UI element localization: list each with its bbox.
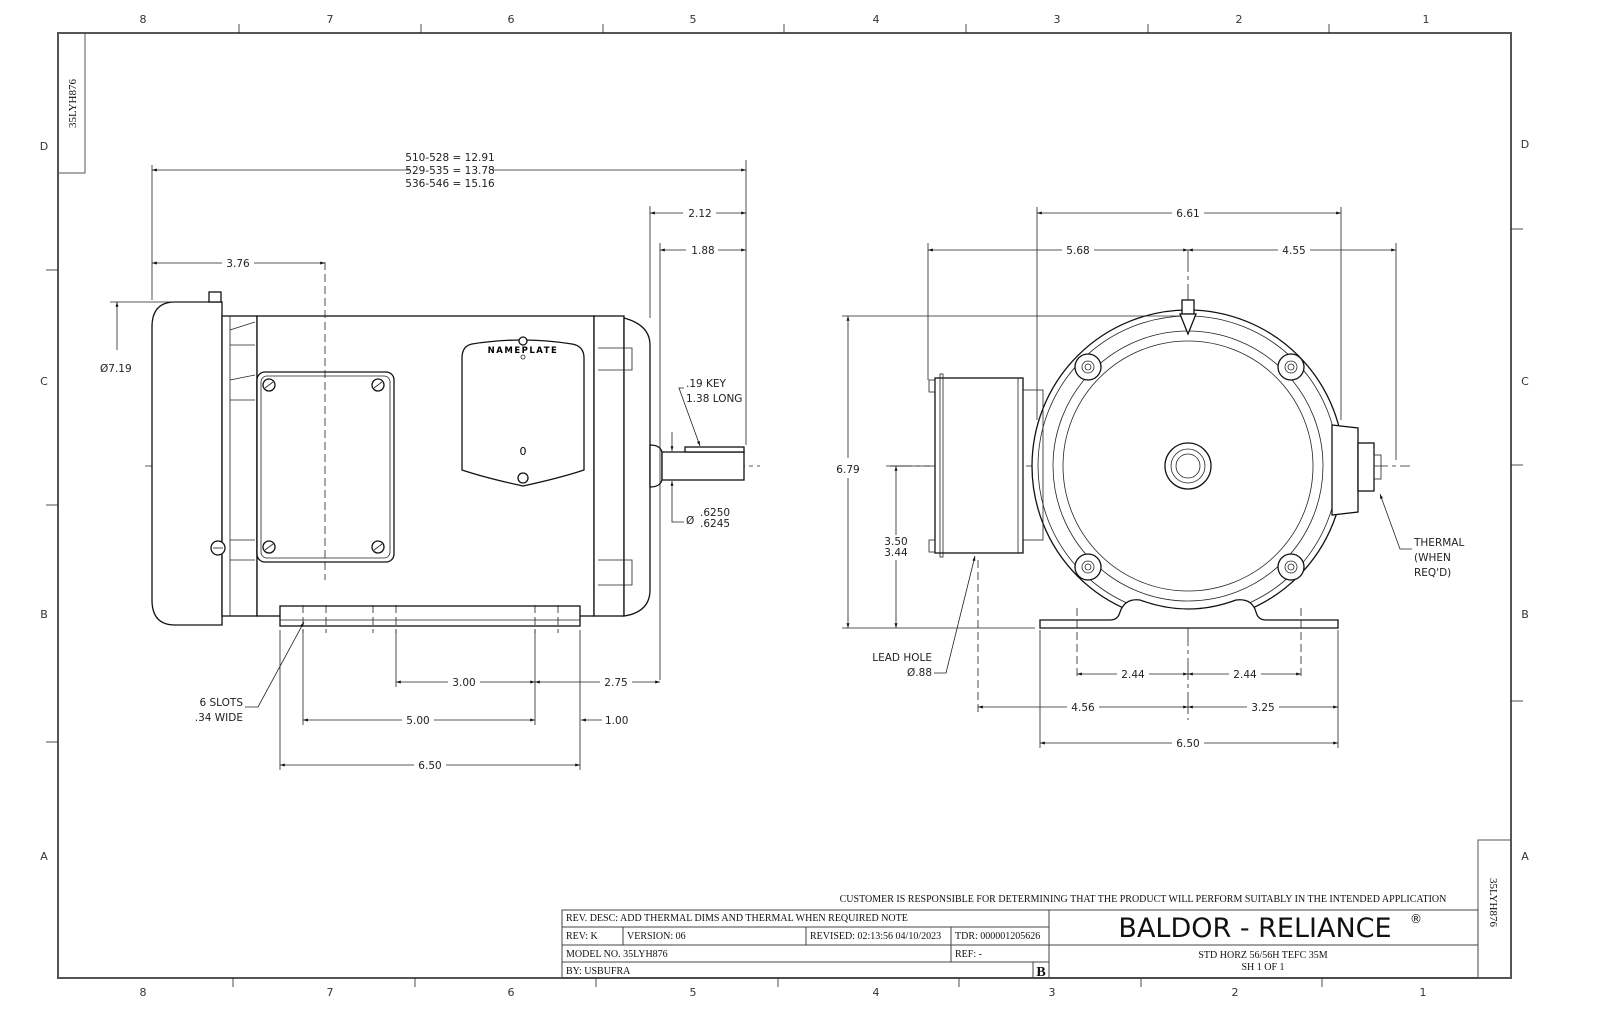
svg-text:1.00: 1.00 — [605, 715, 628, 727]
brand-logo: BALDOR - RELIANCE — [1118, 913, 1391, 944]
svg-text:C: C — [1521, 375, 1529, 388]
svg-text:8: 8 — [140, 986, 147, 999]
version: VERSION: 06 — [627, 931, 686, 942]
sheet-number: SH 1 OF 1 — [1241, 962, 1284, 973]
svg-text:3.44: 3.44 — [884, 547, 908, 559]
svg-text:.19 KEY: .19 KEY — [686, 378, 727, 390]
svg-text:3: 3 — [1049, 986, 1056, 999]
part-number-tab-bottom: 35LYH876 — [1477, 839, 1512, 979]
svg-text:5.00: 5.00 — [406, 715, 429, 727]
by: BY: USBUFRA — [566, 966, 631, 977]
description: STD HORZ 56/56H TEFC 35M — [1198, 950, 1327, 961]
svg-text:D: D — [1521, 138, 1529, 151]
svg-text:NAMEPLATE: NAMEPLATE — [488, 346, 559, 356]
svg-text:3.76: 3.76 — [226, 258, 250, 270]
nameplate: NAMEPLATE 0 — [461, 336, 585, 487]
conduit-box — [256, 371, 395, 563]
svg-text:6.61: 6.61 — [1176, 208, 1199, 220]
svg-text:Ø: Ø — [686, 515, 694, 527]
svg-text:35LYH876: 35LYH876 — [67, 78, 79, 128]
svg-text:4.56: 4.56 — [1071, 702, 1095, 714]
base-plate — [279, 605, 581, 627]
svg-text:LEAD HOLE: LEAD HOLE — [872, 652, 932, 664]
svg-text:8: 8 — [140, 13, 147, 26]
svg-text:1.88: 1.88 — [691, 245, 714, 257]
bolt-bosses — [1074, 353, 1305, 581]
thermal-protector — [1357, 442, 1375, 492]
side-view: NAMEPLATE 0 — [145, 262, 760, 633]
svg-text:Ø.88: Ø.88 — [907, 667, 932, 679]
mounting-feet — [1039, 599, 1339, 629]
svg-text:7: 7 — [327, 986, 334, 999]
svg-text:510-528 = 12.91: 510-528 = 12.91 — [405, 152, 494, 164]
svg-text:0: 0 — [520, 445, 527, 458]
svg-text:2.12: 2.12 — [688, 208, 711, 220]
svg-text:2.75: 2.75 — [604, 677, 627, 689]
svg-text:A: A — [1521, 850, 1529, 863]
shaft-key — [684, 446, 745, 453]
svg-text:THERMAL: THERMAL — [1413, 537, 1464, 549]
end-view — [890, 250, 1410, 720]
size-letter: B — [1036, 965, 1045, 980]
zone-labels: 8 7 6 5 4 3 2 1 8 7 6 5 4 3 2 1 D C B A … — [40, 13, 1529, 999]
svg-text:529-535 = 13.78: 529-535 = 13.78 — [405, 165, 494, 177]
svg-text:5: 5 — [690, 986, 697, 999]
svg-text:B: B — [1521, 608, 1529, 621]
rev: REV: K — [566, 931, 599, 942]
svg-text:D: D — [40, 140, 48, 153]
svg-text:A: A — [40, 850, 48, 863]
revised: REVISED: 02:13:56 04/10/2023 — [810, 931, 941, 942]
svg-text:3.25: 3.25 — [1251, 702, 1274, 714]
svg-text:1.38 LONG: 1.38 LONG — [686, 393, 742, 405]
svg-text:1: 1 — [1420, 986, 1427, 999]
svg-text:.34 WIDE: .34 WIDE — [195, 712, 243, 724]
svg-text:6 SLOTS: 6 SLOTS — [199, 697, 243, 709]
svg-text:B: B — [40, 608, 48, 621]
end-view-dimensions: 6.61 5.68 4.55 6.79 3.50 3.44 LEAD HOLE … — [836, 207, 1464, 750]
tdr: TDR: 000001205626 — [955, 931, 1040, 942]
svg-text:3.00: 3.00 — [452, 677, 475, 689]
ref: REF: - — [955, 949, 982, 960]
svg-text:6.79: 6.79 — [836, 464, 859, 476]
svg-text:7: 7 — [327, 13, 334, 26]
svg-text:3.50: 3.50 — [884, 536, 907, 548]
svg-text:4: 4 — [873, 986, 880, 999]
svg-text:REQ'D): REQ'D) — [1414, 567, 1451, 579]
model-no: MODEL NO. 35LYH876 — [566, 949, 668, 960]
disclaimer: CUSTOMER IS RESPONSIBLE FOR DETERMINING … — [840, 894, 1447, 905]
svg-text:536-546 = 15.16: 536-546 = 15.16 — [405, 178, 495, 190]
svg-text:1: 1 — [1423, 13, 1430, 26]
rev-desc: REV. DESC: ADD THERMAL DIMS AND THERMAL … — [566, 913, 908, 924]
svg-text:4: 4 — [873, 13, 880, 26]
svg-text:2: 2 — [1236, 13, 1243, 26]
shaft — [661, 451, 745, 481]
svg-text:5.68: 5.68 — [1066, 245, 1089, 257]
svg-text:2.44: 2.44 — [1233, 669, 1257, 681]
svg-text:2: 2 — [1232, 986, 1239, 999]
svg-text:3: 3 — [1054, 13, 1061, 26]
svg-text:6.50: 6.50 — [418, 760, 441, 772]
svg-text:4.55: 4.55 — [1282, 245, 1305, 257]
title-block: CUSTOMER IS RESPONSIBLE FOR DETERMINING … — [561, 894, 1479, 980]
svg-text:(WHEN: (WHEN — [1414, 552, 1451, 564]
svg-text:6: 6 — [508, 986, 515, 999]
svg-text:6: 6 — [508, 13, 515, 26]
svg-text:C: C — [40, 375, 48, 388]
svg-text:.6250: .6250 — [700, 507, 730, 519]
side-view-dimensions: 510-528 = 12.91 529-535 = 13.78 536-546 … — [100, 152, 747, 772]
svg-text:Ø7.19: Ø7.19 — [100, 363, 132, 375]
svg-text:.6245: .6245 — [700, 518, 730, 530]
svg-text:2.44: 2.44 — [1121, 669, 1145, 681]
registered-mark: ® — [1410, 912, 1422, 926]
svg-text:35LYH876: 35LYH876 — [1487, 878, 1499, 928]
conduit-box-end — [934, 377, 1024, 554]
svg-text:5: 5 — [690, 13, 697, 26]
part-number-tab-top: 35LYH876 — [57, 32, 86, 174]
svg-text:6.50: 6.50 — [1176, 738, 1199, 750]
